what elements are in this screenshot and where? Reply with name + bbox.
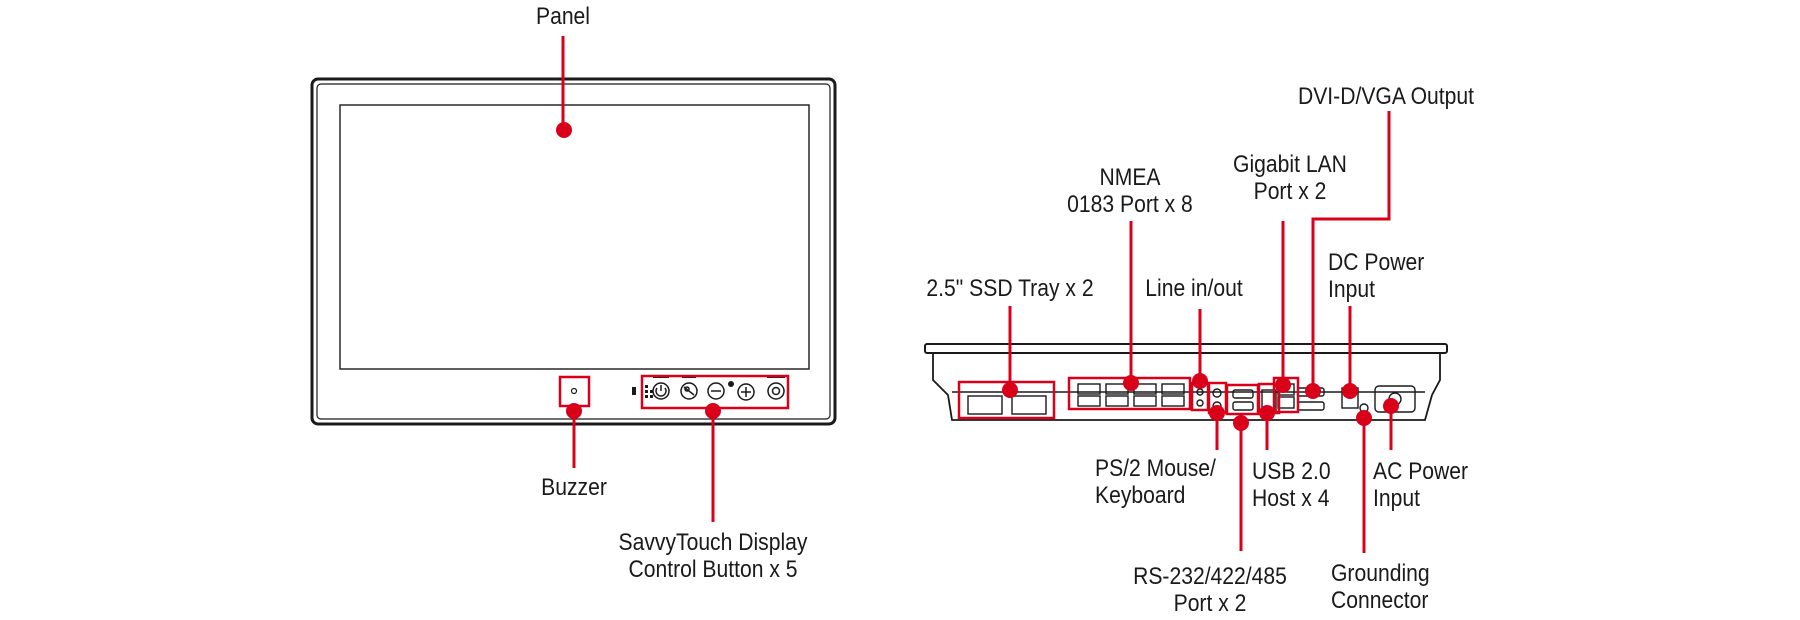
savvytouch-dot [705,403,721,419]
savvytouch-label: SavvyTouch Display Control Button x 5 [618,529,808,583]
buzzer-callout-box [558,375,591,408]
ssd-tray-1 [967,395,1003,415]
dc-power-dot [1342,383,1358,399]
buzzer-hole [570,387,578,395]
grounding-label: Grounding Connector [1331,560,1430,614]
control-button-mode [767,375,785,400]
panel-label: Panel [535,3,591,30]
front-bezel-outer [310,77,837,426]
serial-port-1 [1232,389,1254,399]
ssd-dot [1002,382,1018,398]
nmea-dot [1123,375,1139,391]
ac-power-label: AC Power Input [1373,458,1469,512]
ssd-callout-box [957,380,1056,420]
rs232-label: RS-232/422/485 Port x 2 [1133,563,1287,617]
ps2-label: PS/2 Mouse/ Keyboard [1095,455,1216,509]
lan-port-2 [1277,396,1295,409]
vga-port [1297,401,1325,411]
control-button-minus [707,382,725,400]
ssd-tray-label: 2.5" SSD Tray x 2 [926,275,1094,302]
front-panel-screen [339,104,810,370]
rear-top-bar [924,343,1448,354]
rear-callouts [957,111,1393,553]
led-dots [645,385,653,398]
grounding-dot [1356,410,1372,426]
control-button-power [652,375,670,400]
lan-dot [1275,377,1291,393]
dvi-vga-label: DVI-D/VGA Output [1297,83,1475,110]
ssd-tray-2 [1011,395,1047,415]
control-button-brightness [680,375,698,400]
rs232-dot [1233,415,1249,431]
dvi-vga-dot [1305,383,1321,399]
buzzer-label: Buzzer [541,474,607,501]
buzzer-dot [566,403,582,419]
indicator-mark [632,387,636,395]
ps2-dot [1209,405,1225,421]
usb-label: USB 2.0 Host x 4 [1252,458,1331,512]
ps2-port-1 [1212,388,1222,398]
dc-power-label: DC Power Input [1328,249,1425,303]
line-io-dot [1192,373,1208,389]
front-view [310,77,837,426]
audio-jack-2 [1196,399,1204,407]
rear-view [924,343,1448,421]
serial-port-2 [1232,401,1254,411]
control-dot [728,381,734,387]
front-callout-dots [556,122,721,419]
control-button-plus [737,383,755,401]
line-io-label: Line in/out [1145,275,1243,302]
ac-power-dot [1383,398,1399,414]
nmea-label: NMEA 0183 Port x 8 [1067,164,1193,218]
dvi-vga-leader [1311,111,1391,388]
rear-housing [932,353,1441,421]
front-callouts [558,36,790,522]
gigabit-lan-label: Gigabit LAN Port x 2 [1233,151,1347,205]
panel-dot [556,122,572,138]
usb-dot [1259,405,1275,421]
rear-callout-dots [1002,373,1399,431]
control-buttons-callout-box [640,374,790,410]
